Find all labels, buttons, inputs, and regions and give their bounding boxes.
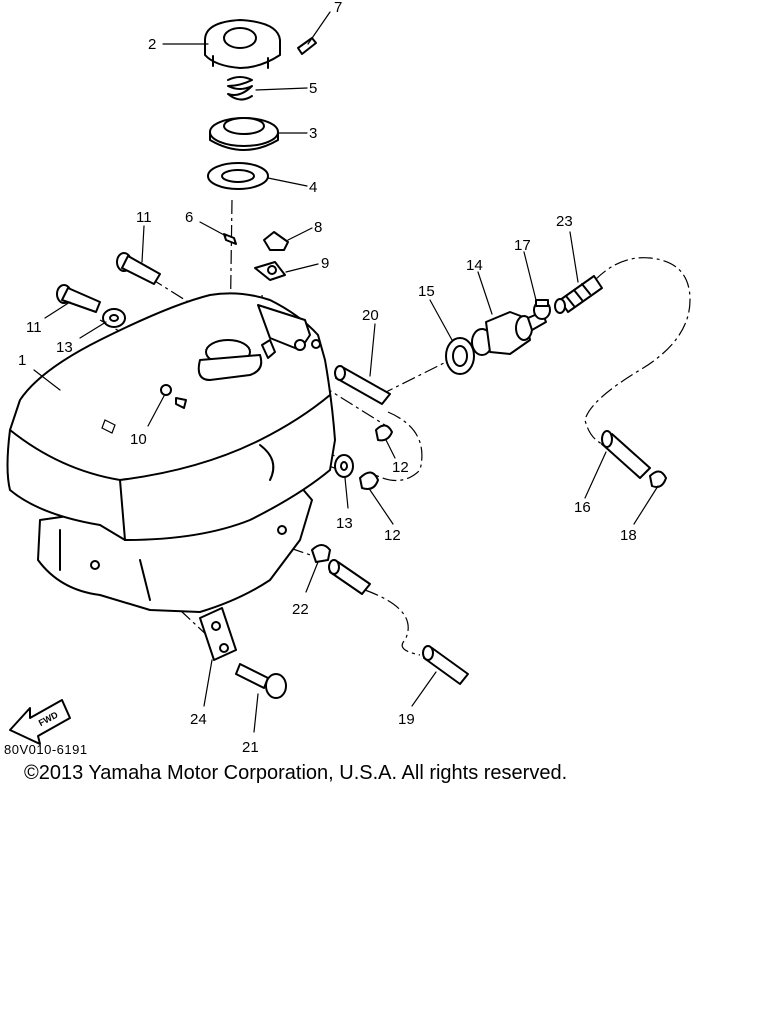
- part-label-24: 24: [190, 711, 207, 728]
- forward-arrow-icon: FWD: [9, 699, 71, 745]
- hose-part-16: [601, 430, 651, 479]
- part-label-11-upper: 11: [136, 209, 152, 226]
- gasket-part-4: [207, 162, 269, 190]
- bolt-part-11-upper: [116, 252, 161, 285]
- clip-part-17: [533, 299, 551, 320]
- leader-lines: [33, 11, 659, 733]
- part-label-6: 6: [185, 209, 193, 226]
- diagram-code: 80V010-6191: [4, 742, 88, 757]
- part-label-8: 8: [314, 219, 322, 236]
- part-label-12-upper: 12: [392, 459, 409, 476]
- bracket-part-9: [254, 261, 286, 281]
- hose-part-19-upper: [328, 559, 371, 595]
- washer-part-13-upper: [102, 308, 126, 328]
- part-label-5: 5: [309, 80, 317, 97]
- hose-part-20: [334, 365, 391, 405]
- part-label-7: 7: [334, 0, 342, 16]
- part-label-11-lower: 11: [26, 319, 42, 336]
- part-label-17: 17: [514, 237, 531, 254]
- part-label-19: 19: [398, 711, 415, 728]
- part-label-18: 18: [620, 527, 637, 544]
- part-label-13-upper: 13: [56, 339, 73, 356]
- bolt-part-11-lower: [56, 284, 101, 313]
- part-label-21: 21: [242, 739, 259, 756]
- clip-part-12-lower: [359, 471, 379, 490]
- part-label-20: 20: [362, 307, 379, 324]
- cap-part-2: [204, 19, 281, 69]
- part-label-13-lower: 13: [336, 515, 353, 532]
- part-label-16: 16: [574, 499, 591, 516]
- screw-part-6: [223, 233, 237, 245]
- clip-part-22: [311, 544, 331, 563]
- part-label-14: 14: [466, 257, 483, 274]
- copyright-notice: ©2013 Yamaha Motor Corporation, U.S.A. A…: [24, 762, 568, 784]
- clip-part-8: [263, 231, 289, 251]
- spring-part-5: [227, 76, 253, 101]
- part-label-4: 4: [309, 179, 317, 196]
- seat-part-3: [209, 117, 279, 151]
- washer-part-13-lower: [334, 454, 354, 478]
- bracket-part-24: [199, 607, 237, 661]
- fitting-part-10: [160, 384, 187, 409]
- fuel-cock-part-14: [471, 311, 547, 356]
- clip-part-18: [649, 470, 667, 488]
- fuel-tank-part-1: [6, 292, 336, 613]
- part-label-3: 3: [309, 125, 317, 142]
- part-label-1: 1: [18, 352, 26, 369]
- part-label-22: 22: [292, 601, 309, 618]
- bolt-part-21: [235, 663, 287, 699]
- part-label-12-lower: 12: [384, 527, 401, 544]
- part-label-15: 15: [418, 283, 435, 300]
- part-label-10: 10: [130, 431, 147, 448]
- part-label-9: 9: [321, 255, 329, 272]
- part-label-2: 2: [148, 36, 156, 53]
- filter-part-23: [554, 275, 603, 314]
- hose-part-19-lower: [422, 645, 469, 685]
- part-number-labels: 1 2 3 4 5 6 7 8 9 10 11 11 12 12 13 13 1…: [18, 0, 637, 756]
- washer-part-15: [445, 337, 475, 375]
- part-label-23: 23: [556, 213, 573, 230]
- pin-part-7: [297, 37, 317, 55]
- clip-part-12-upper: [375, 424, 393, 442]
- fuel-tank-exploded-diagram: 1 2 3 4 5 6 7 8 9 10 11 11 12 12 13 13 1…: [4, 0, 691, 757]
